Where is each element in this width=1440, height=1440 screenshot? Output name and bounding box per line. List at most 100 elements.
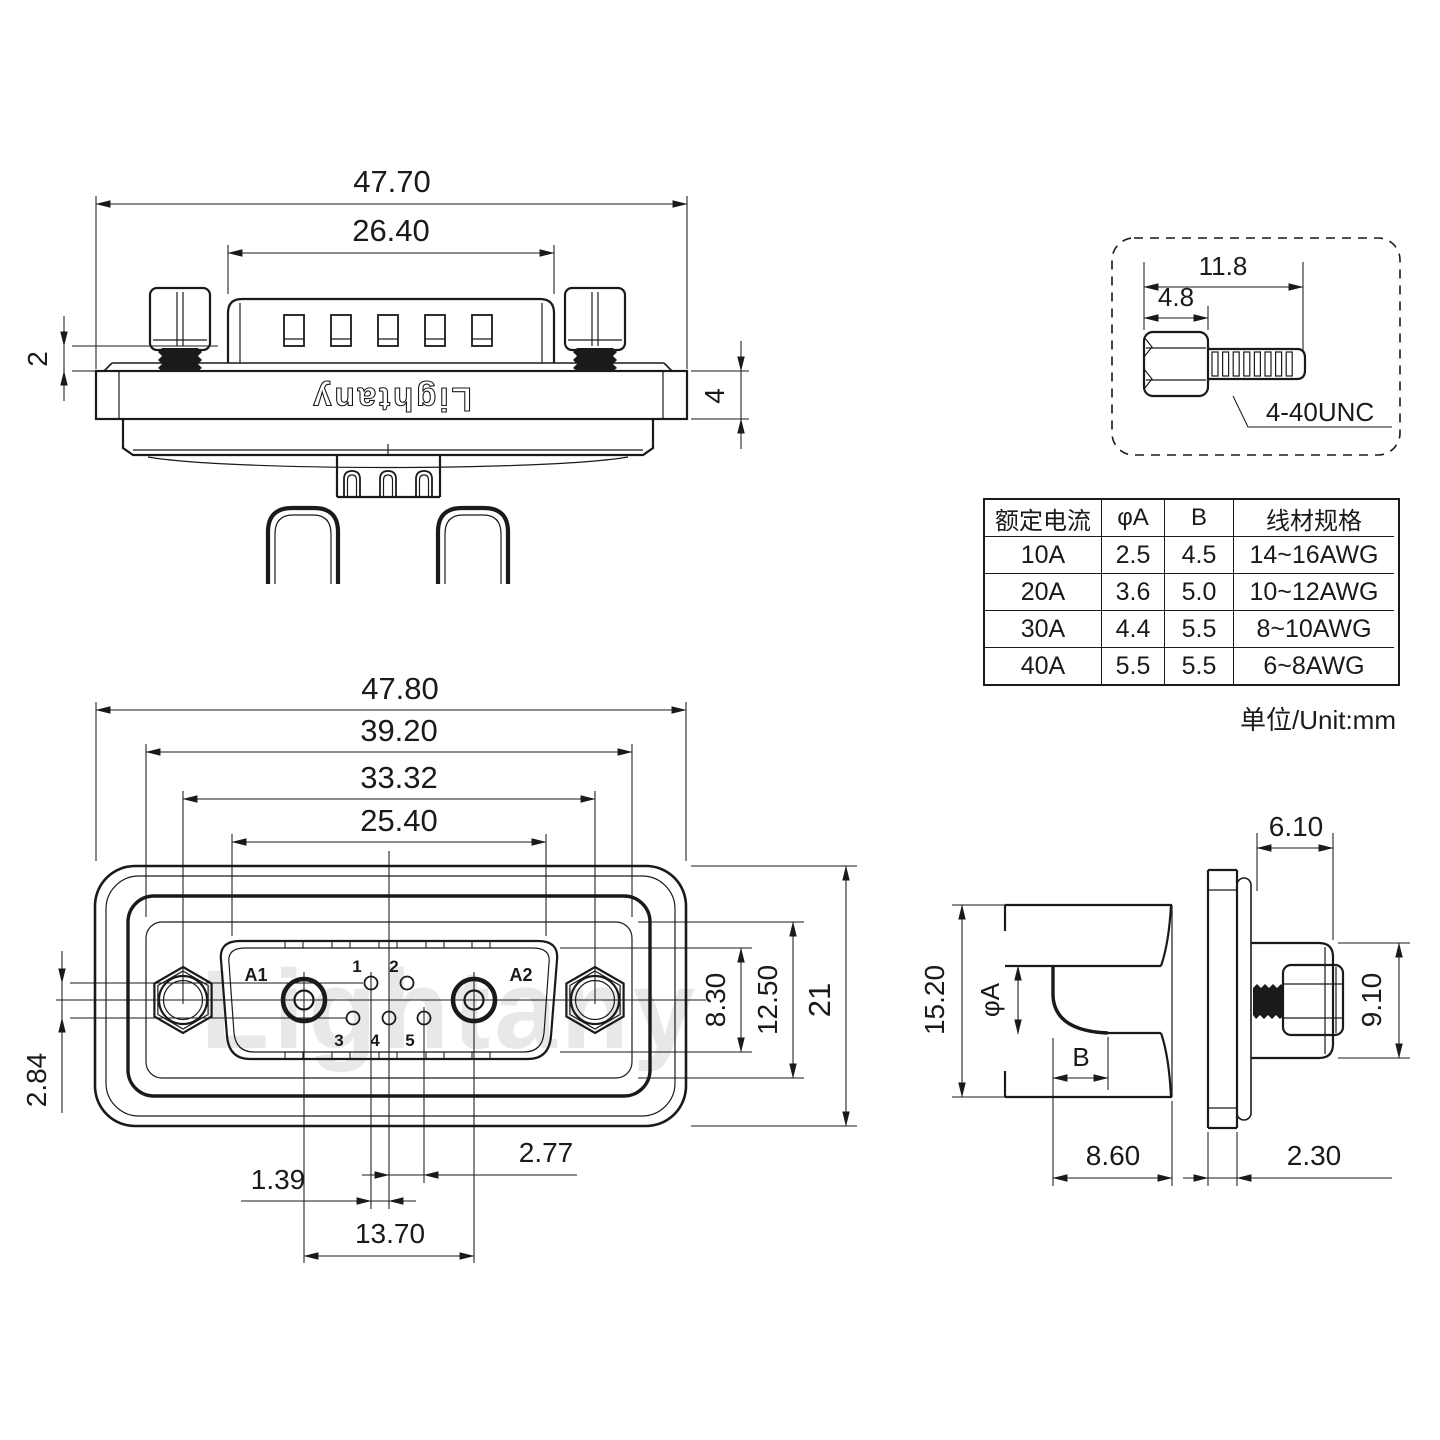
side-body: [952, 868, 1345, 1130]
dim-label: 11.8: [1199, 251, 1248, 281]
table-header-phi-a: φA: [1102, 500, 1165, 537]
top-view: 47.70 26.40 2 4: [22, 164, 749, 584]
pin-label-4: 4: [370, 1031, 380, 1050]
side-dim-body-height: 15.20: [919, 904, 966, 1098]
pin-label-a1: A1: [244, 965, 267, 985]
table-cell: 10A: [985, 537, 1102, 574]
pin-label-1: 1: [352, 957, 361, 976]
dim-label: 25.40: [360, 803, 438, 838]
table-cell: 5.5: [1165, 611, 1234, 648]
dim-label: 47.70: [353, 164, 431, 199]
top-view-rear-body: [121, 419, 655, 584]
table-cell: 5.5: [1102, 648, 1165, 684]
table-cell: 10~12AWG: [1234, 574, 1394, 611]
wire-spec-table: 额定电流 φA B 线材规格 10A 2.5 4.5 14~16AWG 20A …: [983, 498, 1400, 686]
front-dim-pin-row-gap: 2.84: [21, 951, 66, 1113]
side-dim-cup-diameter: φA: [975, 965, 1022, 1035]
dim-label: 2.84: [21, 1053, 52, 1108]
front-shell-inner-line: [105, 875, 676, 1117]
table-cell: 4.5: [1165, 537, 1234, 574]
side-dim-cup-depth: B: [1052, 1037, 1109, 1186]
pin-label-2: 2: [389, 957, 398, 976]
dim-label: 1.39: [251, 1164, 306, 1195]
dim-label: 6.10: [1269, 811, 1324, 842]
pin-label-3: 3: [334, 1031, 343, 1050]
dim-label: φA: [975, 982, 1005, 1017]
screw-detail-view: 11.8 4.8: [1111, 237, 1401, 456]
dim-label: 2.30: [1287, 1140, 1342, 1171]
front-dim-total-width: 47.80: [95, 671, 687, 861]
dim-label: 15.20: [919, 965, 950, 1035]
table-header-wire-gauge: 线材规格: [1234, 500, 1394, 537]
table-cell: 5.5: [1165, 648, 1234, 684]
front-dim-screw-span: 33.32: [182, 760, 596, 803]
top-view-flange: Lightany: [94, 362, 689, 421]
jackscrew-thread: [1253, 984, 1284, 1019]
power-contact-a1: [280, 976, 328, 1024]
dim-label: 4.8: [1158, 282, 1194, 312]
hex-standoff: [1281, 963, 1345, 1037]
front-dim-power-span: 13.70: [303, 1218, 475, 1260]
dim-label: 12.50: [752, 965, 783, 1035]
top-view-jackscrew-left: [148, 286, 212, 371]
solder-pin-block: [335, 455, 442, 499]
hex-socket-left: [153, 965, 213, 1035]
side-dim-shell-height: 9.10: [1338, 942, 1410, 1059]
table-cell: 4.4: [1102, 611, 1165, 648]
d-sub-opening: [219, 939, 559, 1061]
wire-cup-left: [265, 505, 341, 584]
table-cell: 40A: [985, 648, 1102, 684]
brand-engraving: Lightany: [310, 381, 472, 418]
detail-boundary-box: [1111, 237, 1401, 456]
front-dim-total-height: 21: [691, 865, 857, 1127]
screw-thread-slots: [1211, 351, 1293, 377]
table-cell: 3.6: [1102, 574, 1165, 611]
thread-left: [158, 348, 202, 371]
dim-label: 2: [22, 351, 53, 367]
dim-label: 4: [699, 388, 730, 404]
unit-note: 单位/Unit:mm: [1239, 705, 1396, 735]
hex-socket-right: [565, 965, 625, 1035]
front-dim-pin-pitch: 2.77: [362, 1137, 577, 1179]
front-shell-tube: [1251, 941, 1335, 1060]
table-header-current: 额定电流: [985, 500, 1102, 537]
thread-spec-callout: 4-40UNC: [1232, 395, 1392, 428]
shell-windows: [283, 314, 493, 347]
table-cell: 2.5: [1102, 537, 1165, 574]
front-outer-shell: [93, 864, 688, 1128]
signal-pins: [345, 975, 432, 1026]
dim-label: 39.20: [360, 713, 438, 748]
screw-dim-total-length: 11.8: [1143, 251, 1304, 350]
side-view: 6.10 15.20 φA B 9.10 8.60: [919, 811, 1410, 1186]
flange-gasket: [1236, 877, 1252, 1121]
table-header-b: B: [1165, 500, 1234, 537]
thread-right: [573, 348, 617, 371]
dim-label: 33.32: [360, 760, 438, 795]
top-view-dim-flange-thickness: 4: [691, 341, 749, 449]
table-cell: 20A: [985, 574, 1102, 611]
top-view-dim-total-width: 47.70: [95, 164, 688, 369]
side-dim-rear-length: 8.60: [1052, 1101, 1173, 1186]
d-opening-notches: [284, 940, 491, 1060]
dim-label: 8.30: [700, 973, 731, 1028]
dim-label: 8.60: [1086, 1140, 1141, 1171]
top-view-dim-standoff: 2: [22, 316, 218, 401]
screw-body: [1142, 330, 1307, 398]
front-dim-opening-height: 8.30: [560, 947, 752, 1053]
front-dim-row-offset: 1.39: [241, 1164, 416, 1205]
front-dim-gasket-width: 39.20: [145, 713, 633, 917]
dim-label: 21: [802, 983, 837, 1017]
wire-cup-right: [435, 505, 511, 584]
side-dim-flange-thickness: 2.30: [1183, 1132, 1392, 1186]
side-dim-front-protrusion: 6.10: [1256, 811, 1334, 940]
screw-dim-head-length: 4.8: [1143, 282, 1209, 330]
top-view-dim-shell-width: 26.40: [227, 213, 555, 294]
front-dim-gasket-height: 12.50: [638, 921, 804, 1079]
front-dim-opening-width: 25.40: [231, 803, 547, 936]
top-view-jackscrew-right: [563, 286, 627, 371]
power-contact-a2: [450, 976, 498, 1024]
pin-label-5: 5: [405, 1031, 414, 1050]
table-cell: 14~16AWG: [1234, 537, 1394, 574]
